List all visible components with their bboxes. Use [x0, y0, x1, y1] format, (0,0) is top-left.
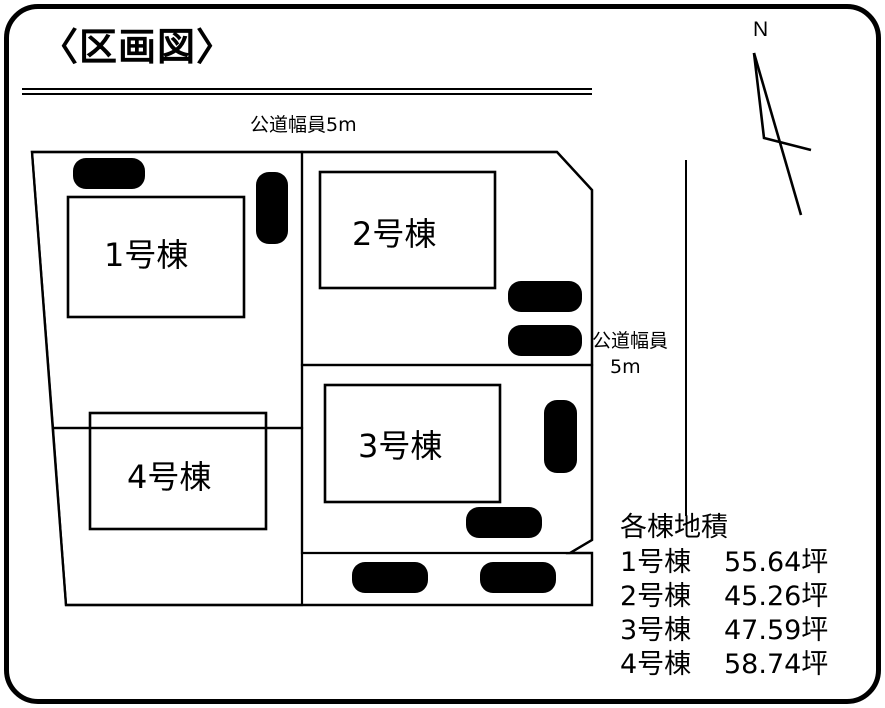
car-icon-plot3-inner	[466, 507, 542, 538]
car-icon-plot2-lower	[508, 325, 582, 356]
area-table-row: 1号棟 55.64坪	[620, 546, 828, 580]
right-road-line	[685, 160, 687, 516]
car-icon-plot1-right	[256, 172, 288, 244]
area-table: 各棟地積 1号棟 55.64坪 2号棟 45.26坪 3号棟 47.59坪 4号…	[620, 505, 828, 682]
house-footprint-3	[323, 383, 502, 504]
area-row-name: 3号棟	[620, 615, 692, 646]
area-row-name: 2号棟	[620, 581, 692, 612]
plot-boundary-4	[51, 426, 304, 607]
house-footprint-4	[88, 411, 268, 531]
plot-label-2: 2号棟	[352, 215, 437, 253]
area-row-value: 45.26坪	[724, 581, 829, 612]
plot-label-3: 3号棟	[358, 427, 443, 465]
top-road-line	[22, 93, 592, 95]
area-row-value: 58.74坪	[724, 649, 829, 680]
top-road-label: 公道幅員5m	[250, 114, 357, 136]
plot-boundary-2	[300, 150, 594, 367]
compass-rose: N	[735, 18, 855, 218]
area-row-name: 1号棟	[620, 547, 692, 578]
area-row-value: 47.59坪	[724, 615, 829, 646]
plot-label-1: 1号棟	[104, 236, 189, 274]
area-table-row: 4号棟 58.74坪	[620, 648, 828, 682]
right-road-label-line2: 5m	[610, 356, 641, 378]
house-footprint-2	[318, 170, 497, 290]
car-group	[73, 158, 582, 593]
area-table-row: 3号棟 47.59坪	[620, 614, 828, 648]
car-icon-plot2-upper	[508, 281, 582, 312]
compass-needle-icon	[752, 52, 812, 216]
plot-label-4: 4号棟	[127, 458, 212, 496]
compass-north-label: N	[753, 18, 769, 41]
right-road-label-line1: 公道幅員	[592, 330, 669, 352]
right-road-label: 公道幅員 5m	[592, 328, 702, 380]
area-row-name: 4号棟	[620, 649, 692, 680]
area-table-title: 各棟地積	[620, 512, 728, 543]
page-title: 〈区画図〉	[40, 25, 236, 69]
area-table-row: 2号棟 45.26坪	[620, 580, 828, 614]
car-icon-plot1-top	[73, 158, 145, 189]
title-divider	[22, 88, 592, 90]
car-icon-plot3-right	[544, 400, 577, 473]
car-icon-bottom-left	[352, 562, 428, 593]
house-footprint-1	[66, 195, 246, 319]
car-icon-bottom-right	[480, 562, 556, 593]
area-row-value: 55.64坪	[724, 547, 829, 578]
